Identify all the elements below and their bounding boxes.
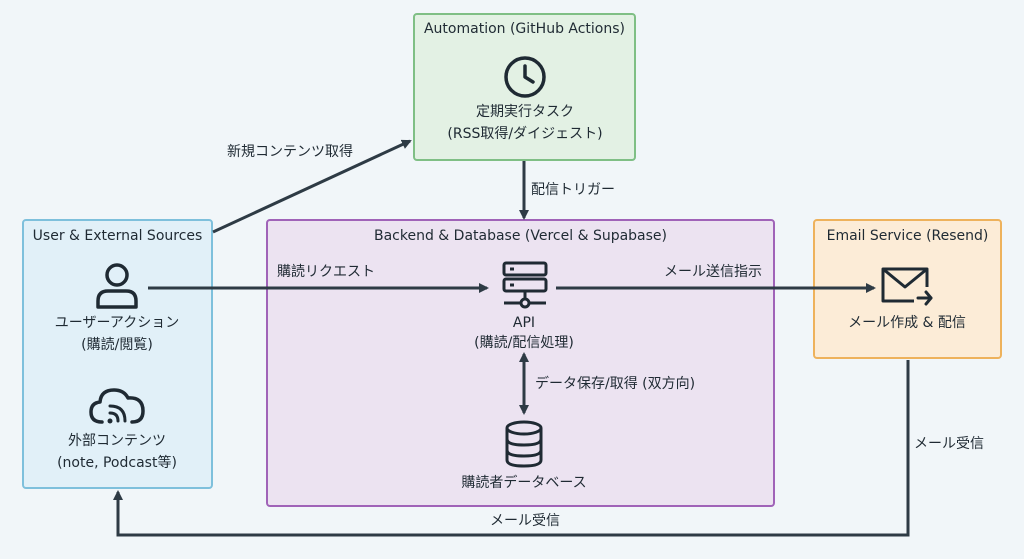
- email-service-group-title: Email Service (Resend): [826, 228, 989, 244]
- scheduler-title: 定期実行タスク: [476, 104, 574, 120]
- fetch-content-label: 新規コンテンツ取得: [227, 144, 353, 160]
- subscribe-request-label: 購読リクエスト: [277, 264, 375, 280]
- mail-compose-label: メール作成 & 配信: [848, 314, 966, 332]
- mail-send-icon: [881, 267, 933, 306]
- fetch-content-arrow: [212, 139, 412, 234]
- server-icon: [502, 261, 548, 309]
- external-content-subtitle: (note, Podcast等): [57, 455, 177, 471]
- subscriber-db-title: 購読者データベース: [461, 475, 587, 491]
- external-content-label: 外部コンテンツ (note, Podcast等): [57, 432, 177, 472]
- save-fetch-label: データ保存/取得 (双方向): [535, 376, 696, 392]
- clock-icon: [504, 56, 546, 98]
- api-label: API (購読/配信処理): [474, 314, 574, 352]
- automation-group: Automation (GitHub Actions): [413, 13, 636, 161]
- automation-group-title: Automation (GitHub Actions): [423, 21, 626, 37]
- user-sources-group: User & External Sources: [22, 219, 213, 489]
- external-content-title: 外部コンテンツ: [67, 433, 166, 449]
- mail-receive-bottom-label: メール受信: [490, 513, 560, 529]
- delivery-trigger-label: 配信トリガー: [531, 182, 615, 198]
- email-service-group: Email Service (Resend): [813, 219, 1002, 359]
- user-sources-group-title: User & External Sources: [32, 228, 203, 244]
- cloud-feed-icon: [89, 388, 145, 424]
- user-action-label: ユーザーアクション (購読/閲覧): [55, 314, 179, 354]
- user-action-title: ユーザーアクション: [54, 315, 180, 331]
- subscriber-db-label: 購読者データベース: [461, 474, 586, 492]
- send-instruction-label: メール送信指示: [664, 264, 762, 280]
- api-title: API: [512, 315, 536, 331]
- mail-receive-right-label: メール受信: [914, 436, 984, 452]
- mail-compose-title: メール作成 & 配信: [848, 315, 966, 331]
- user-action-subtitle: (購読/閲覧): [81, 337, 153, 353]
- scheduler-subtitle: (RSS取得/ダイジェスト): [447, 126, 603, 142]
- scheduler-label: 定期実行タスク (RSS取得/ダイジェスト): [447, 103, 602, 143]
- mail-receive-arrow: [113, 360, 910, 537]
- user-icon: [96, 263, 138, 309]
- backend-group-title: Backend & Database (Vercel & Supabase): [373, 228, 668, 244]
- api-subtitle: (購読/配信処理): [474, 335, 574, 351]
- database-icon: [505, 420, 543, 468]
